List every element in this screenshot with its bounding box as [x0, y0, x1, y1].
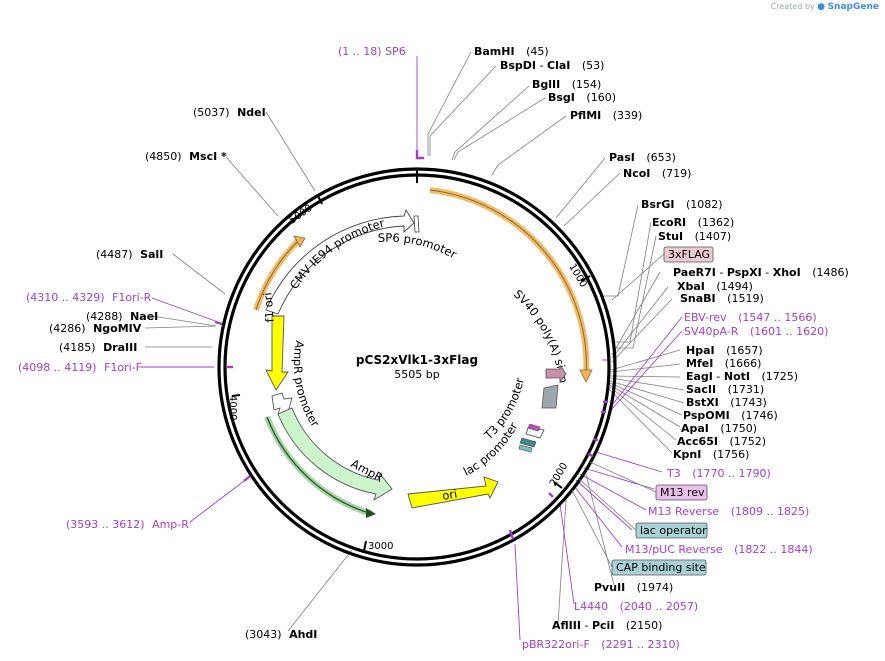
cds-arc-left	[253, 235, 306, 311]
primer-l4440: L4440 (2040 .. 2057)	[574, 600, 698, 613]
enzyme-bspdi: BspDI - ClaI (53)	[500, 59, 604, 72]
tick-3000: 3000	[368, 541, 393, 552]
ori-arrow[interactable]: ori	[407, 476, 499, 509]
plasmid-name: pCS2xVlk1-3xFlag	[356, 353, 478, 367]
enzyme-kpni: KpnI (1756)	[673, 448, 749, 461]
snapgene-credit: Created by ● SnapGene	[771, 2, 879, 12]
primer-t3: T3 (1770 .. 1790)	[666, 467, 771, 480]
enzyme-bglii: BglII (154)	[532, 78, 601, 91]
enzyme-bstxi: BstXI (1743)	[686, 396, 767, 409]
enzyme-bamhi: BamHI (45)	[474, 45, 549, 58]
enzyme-xbai: XbaI (1494)	[677, 280, 753, 293]
green-arc	[264, 415, 376, 518]
f1-ori-arrow[interactable]: f1 ori	[260, 292, 289, 391]
cmv-promoter-label: CMV IE94 promoter	[287, 216, 386, 292]
enzyme-apai: ApaI (1750)	[681, 422, 757, 435]
f1-ori-label: f1 ori	[260, 292, 277, 323]
snapgene-logo-icon: ●	[817, 2, 826, 12]
enzyme-msci: (4850) MscI *	[145, 150, 227, 163]
enzyme-paer7i: PaeR7I - PspXI - XhoI (1486)	[673, 266, 849, 279]
plasmid-size: 5505 bp	[394, 368, 439, 381]
credit-brand: SnapGene	[827, 2, 879, 12]
box-3xflag: 3xFLAG	[668, 248, 710, 261]
tick-4000: 4000	[227, 395, 238, 420]
enzyme-labels: (1 .. 18) SP6 BamHI (45) BspDI - ClaI (5…	[18, 45, 849, 651]
primer-f1ori-r: (4310 .. 4329) F1ori-R	[26, 291, 152, 304]
primer-sp6: (1 .. 18) SP6	[338, 45, 406, 58]
enzyme-pspomi: PspOMI (1746)	[683, 409, 778, 422]
credit-prefix: Created by	[770, 2, 815, 11]
enzyme-stui: StuI (1407)	[658, 230, 731, 243]
enzyme-mfei: MfeI (1666)	[686, 357, 761, 370]
enzyme-ecori: EcoRI (1362)	[652, 216, 734, 229]
primer-ebv: EBV-rev (1547 .. 1566)	[684, 311, 817, 324]
enzyme-draiii: (4185) DraIII	[59, 341, 137, 354]
enzyme-sali: (4487) SalI	[96, 248, 163, 261]
enzyme-afliii: AflIII - PciI (2150)	[552, 619, 662, 632]
sp6-promoter-label: SP6 promoter	[377, 231, 459, 262]
ori-label: ori	[441, 487, 458, 503]
primer-f1ori-f: (4098 .. 4119) F1ori-F	[18, 361, 142, 374]
box-m13rev: M13 rev	[660, 486, 705, 499]
enzyme-hpai: HpaI (1657)	[686, 344, 763, 357]
leader-lines	[144, 51, 685, 632]
enzyme-pflmi: PflMI (339)	[570, 109, 642, 122]
enzyme-bsgi: BsgI (160)	[548, 91, 616, 104]
box-cap-binding-site: CAP binding site	[616, 561, 706, 574]
enzyme-sacii: SacII (1731)	[686, 383, 764, 396]
enzyme-ncoi: NcoI (719)	[623, 167, 691, 180]
enzyme-snabi: SnaBI (1519)	[680, 292, 764, 305]
enzyme-acc65i: Acc65I (1752)	[677, 435, 766, 448]
enzyme-ngomiv: (4286) NgoMIV	[49, 322, 142, 335]
primer-pbr322: pBR322ori-F (2291 .. 2310)	[522, 638, 680, 651]
ampr-arrow[interactable]: AmpR	[277, 407, 393, 502]
primer-marks	[214, 150, 608, 540]
primer-m13puc: M13/pUC Reverse (1822 .. 1844)	[625, 543, 813, 556]
enzyme-bsrgi: BsrGI (1082)	[641, 198, 723, 211]
enzyme-ndei: (5037) NdeI	[193, 106, 266, 119]
enzyme-ahdi: (3043) AhdI	[245, 628, 317, 641]
tick-marks	[231, 170, 591, 552]
primer-ampr: (3593 .. 3612) Amp-R	[66, 518, 189, 531]
enzyme-eagi: EagI - NotI (1725)	[686, 370, 798, 383]
box-lac-operator: lac operator	[640, 524, 707, 537]
enzyme-pvuii: PvuII (1974)	[594, 581, 673, 594]
primer-m13rev: M13 Reverse (1809 .. 1825)	[648, 505, 809, 518]
cds-arc-right	[429, 187, 593, 383]
feature-boxes: 3xFLAG M13 rev lac operator CAP binding …	[571, 246, 714, 576]
primer-sv40pa: SV40pA-R (1601 .. 1620)	[684, 325, 828, 338]
primer-leader-lines	[140, 56, 683, 641]
enzyme-naei: (4288) NaeI	[86, 310, 158, 323]
enzyme-pasi: PasI (653)	[609, 151, 676, 164]
